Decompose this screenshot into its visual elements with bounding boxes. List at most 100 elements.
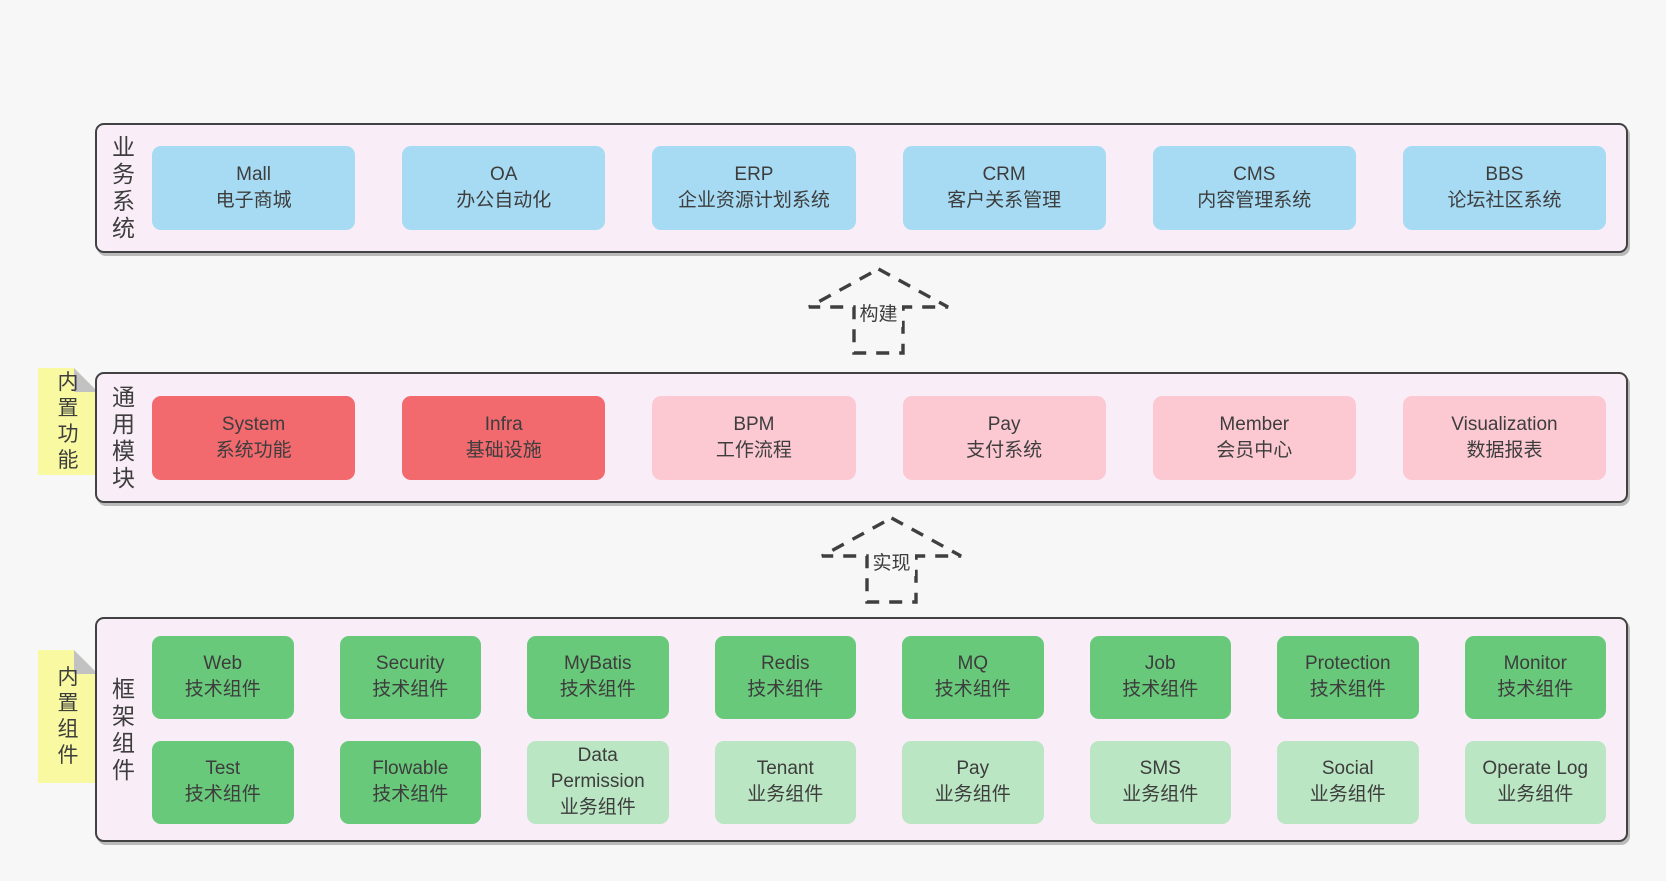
box-subtitle: 客户关系管理 [947,190,1062,211]
box-subtitle: 基础设施 [465,439,542,461]
sticky-tab-built-in-features: 内置功能 [38,368,98,475]
box-subtitle: 论坛社区系统 [1447,190,1562,211]
box-title: SMS [1139,758,1181,779]
box-subtitle: 技术组件 [1497,679,1574,700]
box-operate-log: Operate Log 业务组件 [1464,740,1606,824]
box-title: Social [1321,758,1374,779]
box-subtitle: 技术组件 [559,679,636,700]
box-security: Security 技术组件 [339,635,481,719]
box-subtitle: 工作流程 [715,439,792,461]
box-bbs: BBS 论坛社区系统 [1402,146,1607,230]
box-subtitle: 技术组件 [1309,679,1386,700]
box-title: Pay [987,413,1021,435]
arrow-label-build: 构建 [855,298,902,327]
box-subtitle: 技术组件 [184,784,261,805]
box-title: Web [203,653,243,674]
box-subtitle: 业务组件 [1309,784,1386,805]
box-web: Web 技术组件 [152,635,294,719]
box-subtitle: 业务组件 [1497,784,1574,805]
box-subtitle: 技术组件 [747,679,824,700]
module-box-row: System 系统功能 Infra 基础设施 BPM 工作流程 Pay 支付系统… [152,395,1607,480]
box-title: Visualization [1451,413,1558,435]
box-data-permission: Data Permission 业务组件 [527,740,669,824]
box-mybatis: MyBatis 技术组件 [527,635,669,719]
box-test: Test 技术组件 [152,740,294,824]
box-title: BBS [1485,164,1524,185]
box-subtitle: 系统功能 [215,439,292,461]
box-subtitle: 业务组件 [747,784,824,805]
box-social: Social 业务组件 [1277,740,1419,824]
box-title: Member [1219,413,1290,435]
box-system: System 系统功能 [152,395,356,480]
box-monitor: Monitor 技术组件 [1464,635,1606,719]
box-title: Test [205,758,241,779]
box-title: Pay [956,758,990,779]
box-redis: Redis 技术组件 [714,635,856,719]
box-title: Mall [236,164,271,185]
box-title: Job [1144,653,1176,674]
component-box-grid: Web 技术组件 Security 技术组件 MyBatis 技术组件 Redi… [152,635,1606,824]
box-flowable: Flowable 技术组件 [339,740,481,824]
box-infra: Infra 基础设施 [402,395,606,480]
box-title: OA [490,164,518,185]
box-subtitle: 办公自动化 [456,190,552,211]
box-subtitle: 技术组件 [372,679,449,700]
box-title: CMS [1233,164,1276,185]
box-subtitle: 电子商城 [215,190,292,211]
box-title: MyBatis [563,653,632,674]
box-oa: OA 办公自动化 [402,146,606,230]
box-subtitle: 数据报表 [1466,439,1543,461]
box-title: Operate Log [1482,758,1589,779]
box-title: Flowable [372,758,449,779]
box-title: MQ [957,653,989,674]
box-tenant: Tenant 业务组件 [714,740,856,824]
box-title: BPM [733,413,775,435]
box-subtitle: 业务组件 [559,797,636,818]
box-title: Security [375,653,445,674]
sticky-tab-label: 内置功能 [57,370,79,472]
panel-business-systems: 业务系统 Mall 电子商城 OA 办公自动化 ERP 企业资源计划系统 CRM… [95,123,1628,253]
box-subtitle: 技术组件 [934,679,1011,700]
box-subtitle: 技术组件 [1122,679,1199,700]
box-member: Member 会员中心 [1152,395,1356,480]
band-label-framework-components: 框架组件 [112,675,136,783]
panel-framework-components: 框架组件 Web 技术组件 Security 技术组件 MyBatis 技术组件… [95,617,1628,842]
business-box-row: Mall 电子商城 OA 办公自动化 ERP 企业资源计划系统 CRM 客户关系… [152,146,1607,230]
box-subtitle: 技术组件 [184,679,261,700]
box-pay-component: Pay 业务组件 [902,740,1044,824]
box-title: Tenant [756,758,814,779]
box-erp: ERP 企业资源计划系统 [652,146,856,230]
box-job: Job 技术组件 [1089,635,1231,719]
band-label-common-modules: 通用模块 [112,383,136,491]
up-arrow-implement: 实现 [819,515,964,605]
box-crm: CRM 客户关系管理 [902,146,1106,230]
box-sms: SMS 业务组件 [1089,740,1231,824]
box-title: Redis [760,653,810,674]
box-cms: CMS 内容管理系统 [1152,146,1356,230]
sticky-tab-label: 内置组件 [57,665,79,767]
band-label-business-systems: 业务系统 [112,134,136,241]
box-title: Infra [484,413,523,435]
box-title: System [221,413,286,435]
box-bpm: BPM 工作流程 [652,395,856,480]
box-title: CRM [982,164,1026,185]
box-subtitle: 技术组件 [372,784,449,805]
box-subtitle: 支付系统 [966,439,1043,461]
box-visualization: Visualization 数据报表 [1402,395,1607,480]
box-title: ERP [734,164,774,185]
box-title: Data Permission [550,745,645,792]
panel-common-modules: 通用模块 System 系统功能 Infra 基础设施 BPM 工作流程 Pay… [95,372,1628,503]
box-pay: Pay 支付系统 [902,395,1106,480]
box-subtitle: 业务组件 [934,784,1011,805]
arrow-label-implement: 实现 [868,547,915,576]
box-title: Protection [1304,653,1391,674]
sticky-tab-built-in-components: 内置组件 [38,650,98,783]
box-mq: MQ 技术组件 [902,635,1044,719]
box-subtitle: 业务组件 [1122,784,1199,805]
box-protection: Protection 技术组件 [1277,635,1419,719]
box-subtitle: 内容管理系统 [1197,190,1312,211]
box-title: Monitor [1503,653,1567,674]
box-subtitle: 企业资源计划系统 [677,190,830,211]
box-subtitle: 会员中心 [1216,439,1293,461]
up-arrow-build: 构建 [806,266,951,356]
